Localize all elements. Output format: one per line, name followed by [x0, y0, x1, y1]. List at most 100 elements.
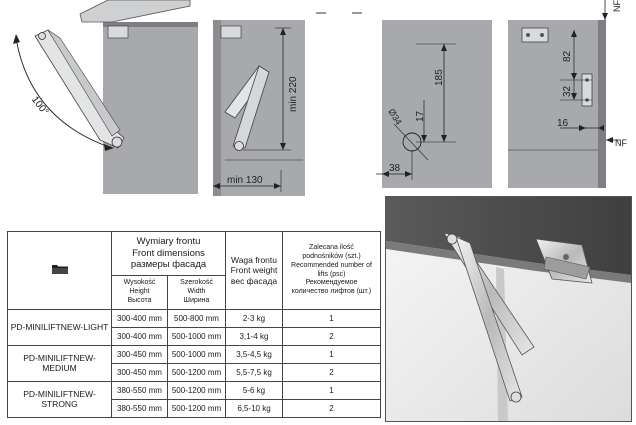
table-row: 300-400 mm 500-1000 mm 3,1-4 kg 2 — [8, 327, 381, 346]
dim-arrow — [441, 44, 447, 51]
pivot-bolt — [234, 141, 244, 151]
cell-lifts: 2 — [282, 327, 381, 346]
table-row: 300-450 mm 500-1200 mm 5,5-7,5 kg 2 — [8, 363, 381, 382]
dim-16: 16 — [557, 118, 569, 129]
cell-weight: 6,5-10 kg — [225, 399, 283, 418]
cabinet-top — [103, 22, 198, 27]
dim-arrow — [421, 135, 427, 142]
screw-hole — [540, 33, 544, 37]
arc-arrow-top — [13, 34, 20, 44]
cell-height: 380-550 mm — [111, 399, 168, 418]
side-plate — [581, 73, 593, 107]
nf-arrow-side — [606, 137, 613, 143]
diagram-plate-position: NF 82 32 16 NF — [508, 0, 627, 188]
pivot-bolt — [111, 136, 123, 148]
product-photo-illustration — [386, 197, 631, 421]
top-plate — [521, 27, 549, 43]
model-light: PD-MINILIFTNEW-LIGHT — [7, 309, 112, 346]
arm-end-bolt — [38, 32, 46, 40]
arc-arrow-bottom — [104, 144, 114, 151]
cell-weight: 3,1-4 kg — [225, 327, 283, 346]
header-recommended-lifts: Zalecana ilość podnośników (szt.) Recomm… — [282, 231, 381, 310]
base-bolt — [510, 391, 522, 403]
cell-height: 300-450 mm — [111, 363, 168, 382]
dim-arrow — [571, 93, 577, 100]
table-header-row-2: Wysokość Height Высота Szerokość Width Ш… — [8, 275, 381, 310]
opened-front — [79, 0, 191, 23]
folder-icon — [51, 265, 68, 275]
nf-top-label: NF — [612, 0, 622, 12]
front-edge — [598, 20, 606, 188]
table-row: 380-550 mm 500-1200 mm 6,5-10 kg 2 — [8, 399, 381, 418]
diagram-opening-angle: 100° — [13, 0, 198, 194]
angle-arc — [15, 37, 113, 149]
angle-label: 100° — [29, 94, 50, 117]
nf-arrow-top — [602, 13, 608, 20]
cell-lifts: 1 — [282, 309, 381, 328]
cell-width: 500-1200 mm — [167, 381, 226, 400]
dim-arrow — [598, 125, 604, 131]
dim-min130: min 130 — [227, 175, 263, 186]
cell-weight: 5,5-7,5 kg — [225, 363, 283, 382]
spec-table: Wymiary frontu Front dimensions размеры … — [7, 231, 381, 418]
header-front-dimensions: Wymiary frontu Front dimensions размеры … — [111, 231, 226, 276]
cabinet-side — [103, 26, 198, 194]
diagram-clearance: min 220 min 130 — [213, 20, 305, 196]
dim-38: 38 — [389, 163, 401, 174]
dim-arrow — [280, 28, 286, 35]
dim-arrow — [405, 171, 412, 177]
header-folder-cell — [7, 231, 112, 310]
dim-arrow — [571, 73, 577, 80]
cell-lifts: 2 — [282, 399, 381, 418]
lift-arm-lower — [232, 65, 270, 149]
cell-height: 300-400 mm — [111, 327, 168, 346]
dim-17: 17 — [415, 110, 426, 122]
dim-arrow — [280, 143, 286, 150]
ref-mark — [352, 12, 362, 14]
mounting-plate — [220, 25, 242, 39]
dim-arrow — [382, 171, 389, 177]
header-height: Wysokość Height Высота — [111, 275, 168, 310]
bore-diameter-line — [393, 123, 429, 161]
cell-width: 500-800 mm — [167, 309, 226, 328]
cell-lifts: 1 — [282, 345, 381, 364]
model-medium: PD-MINILIFTNEW-MEDIUM — [7, 345, 112, 382]
lift-arm-link — [47, 29, 121, 137]
cell-height: 380-550 mm — [111, 381, 168, 400]
table-row: PD-MINILIFTNEW-MEDIUM 300-450 mm 500-100… — [7, 345, 381, 382]
mounting-plate — [107, 25, 129, 39]
cell-weight: 5-6 kg — [225, 381, 283, 400]
cell-height: 300-400 mm — [111, 309, 168, 328]
dim-arrow — [579, 125, 586, 131]
header-front-weight: Waga frontu Front weight вес фасада — [225, 231, 283, 310]
dim-min220: min 220 — [288, 76, 299, 112]
cell-weight: 3,5-4,5 kg — [225, 345, 283, 364]
hinge-plate — [543, 256, 591, 280]
model-strong: PD-MINILIFTNEW-STRONG — [7, 381, 112, 418]
dim-arrow — [274, 183, 281, 189]
product-photo — [385, 196, 632, 422]
cell-width: 500-1200 mm — [167, 399, 226, 418]
cell-height: 300-450 mm — [111, 345, 168, 364]
front-panel — [382, 20, 492, 188]
nf-side-label: NF — [615, 138, 627, 148]
dim-arrow — [441, 135, 447, 142]
table-row: PD-MINILIFTNEW-STRONG 380-550 mm 500-120… — [7, 381, 381, 418]
dim-arrow — [213, 183, 220, 189]
cell-lifts: 2 — [282, 363, 381, 382]
front-edge — [213, 20, 221, 196]
screw-hole — [526, 33, 530, 37]
lift-arm-lower — [455, 236, 523, 402]
dim-arrow — [571, 30, 577, 37]
header-width: Szerokość Width Ширина — [167, 275, 226, 310]
cell-lifts: 1 — [282, 381, 381, 400]
cell-width: 500-1200 mm — [167, 363, 226, 382]
ref-mark — [316, 12, 326, 14]
table-header-row-1: Wymiary frontu Front dimensions размеры … — [7, 231, 381, 310]
dim-185: 185 — [434, 69, 445, 86]
table-row: PD-MINILIFTNEW-LIGHT 300-400 mm 500-800 … — [7, 309, 381, 346]
cell-width: 500-1000 mm — [167, 345, 226, 364]
dim-82: 82 — [562, 50, 573, 62]
arm-bolt — [446, 233, 458, 245]
hinge-screw — [563, 254, 569, 260]
